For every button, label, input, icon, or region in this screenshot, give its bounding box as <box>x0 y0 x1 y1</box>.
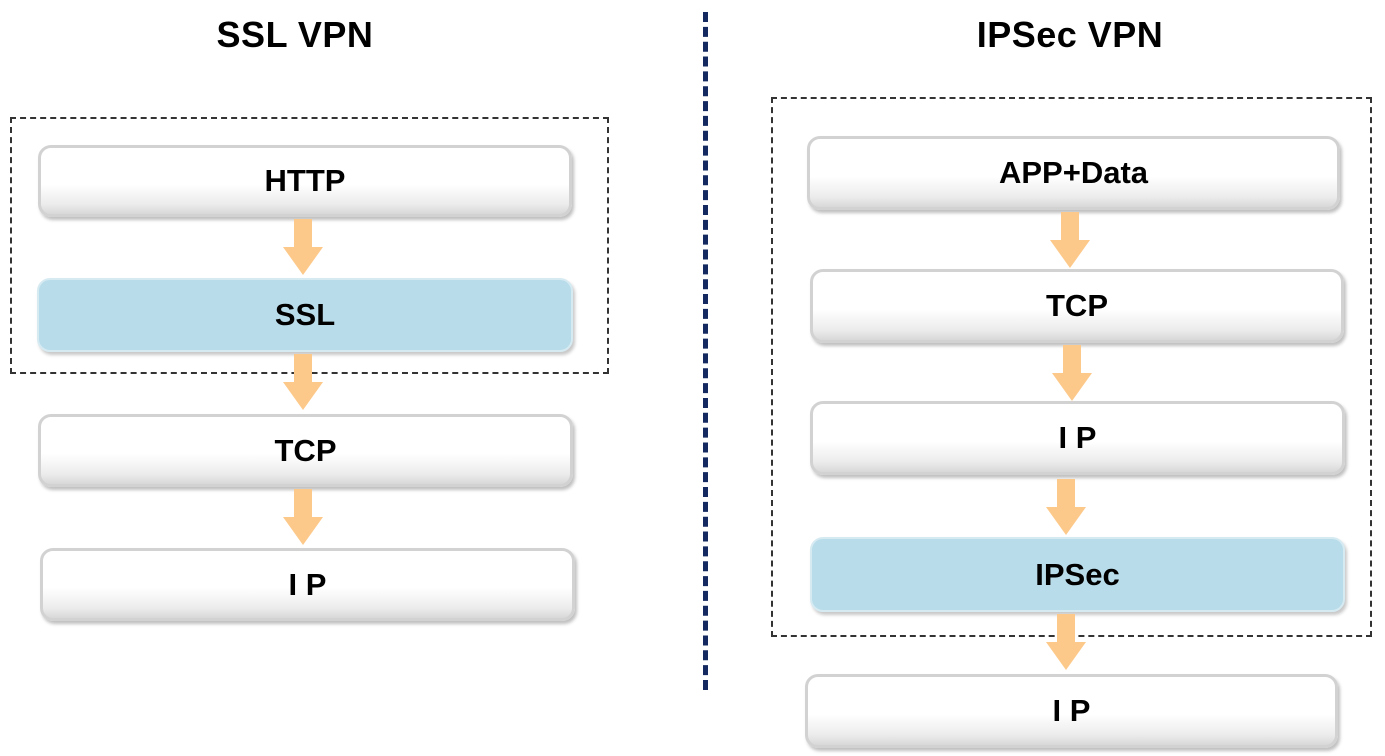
ipsec-vpn-title: IPSec VPN <box>976 14 1164 55</box>
down-arrow-icon <box>283 219 323 275</box>
ipsec-layer-ipsec: IPSec <box>810 537 1345 612</box>
ssl-vpn-title: SSL VPN <box>216 14 374 55</box>
ipsec-layer-tcp: TCP <box>810 269 1344 343</box>
column-divider <box>703 12 708 690</box>
ipsec-layer-app-data: APP+Data <box>807 136 1340 210</box>
ssl-layer-ip: I P <box>40 548 575 621</box>
down-arrow-icon <box>1050 212 1090 268</box>
down-arrow-icon <box>283 489 323 545</box>
ssl-layer-http: HTTP <box>38 145 572 217</box>
down-arrow-icon <box>1046 479 1086 535</box>
down-arrow-icon <box>1046 614 1086 670</box>
ipsec-layer-outer-ip: I P <box>805 674 1338 748</box>
ssl-layer-ssl: SSL <box>37 278 573 352</box>
down-arrow-icon <box>283 354 323 410</box>
down-arrow-icon <box>1052 345 1092 401</box>
ssl-layer-tcp: TCP <box>38 414 573 487</box>
ipsec-layer-ip: I P <box>810 401 1345 475</box>
